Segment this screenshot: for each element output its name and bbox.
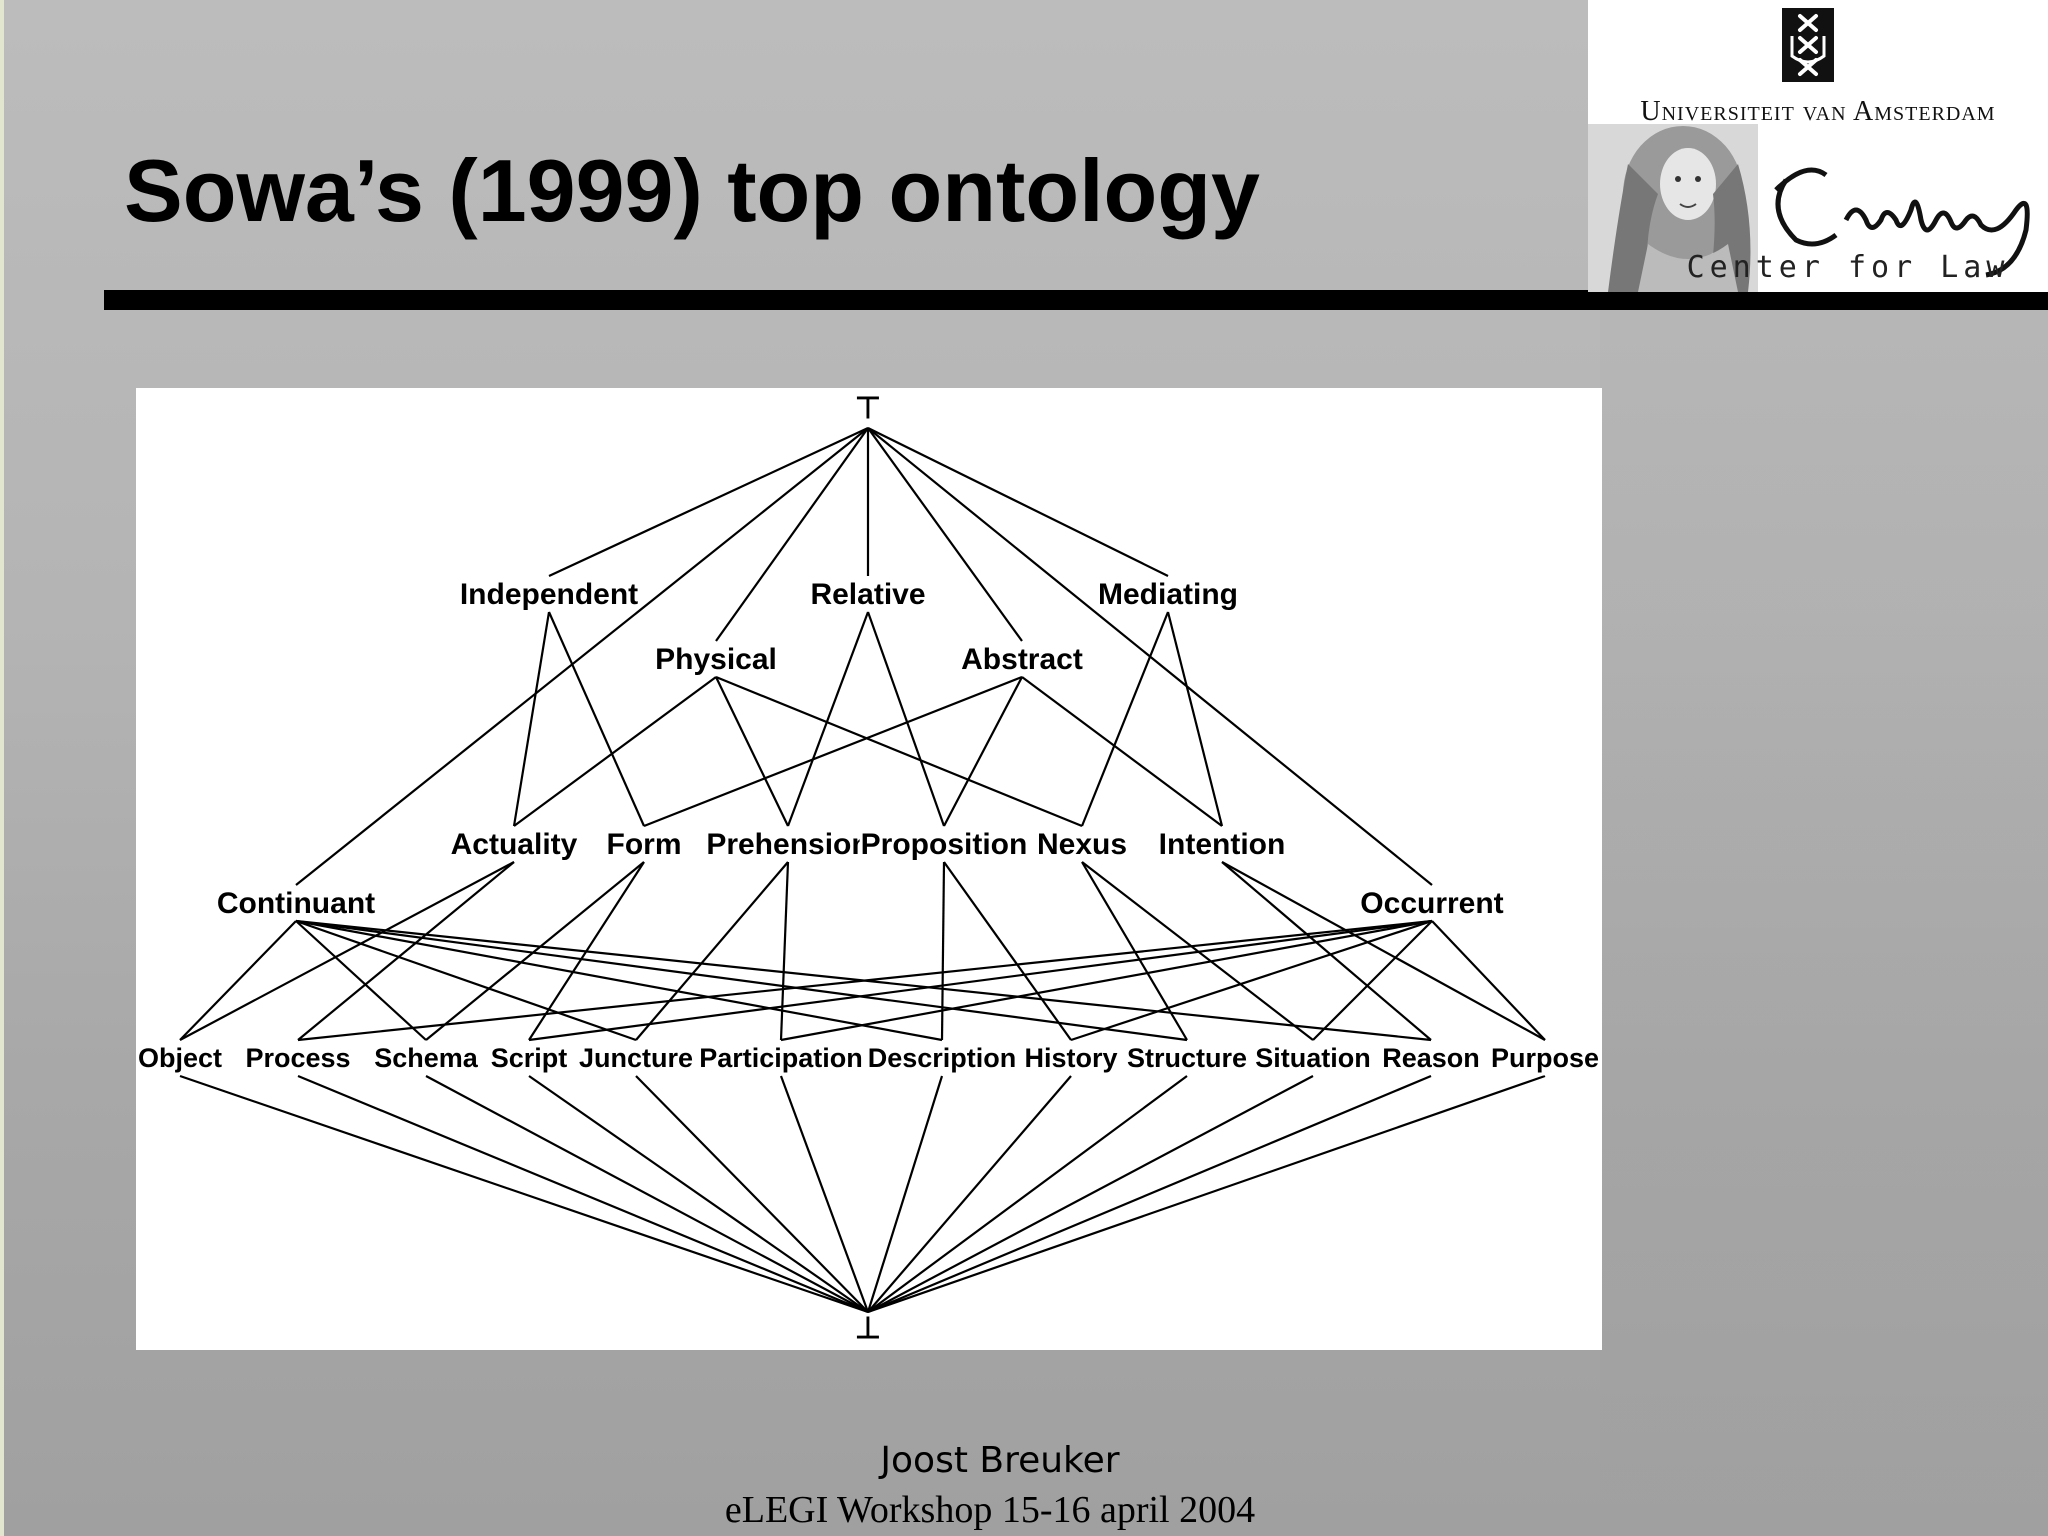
node-description: Description (868, 1043, 1017, 1073)
node-nexus: Nexus (1037, 828, 1127, 861)
edge-occurrent-to-purpose (1431, 920, 1546, 1041)
edge-schema-to-bottom (425, 1075, 869, 1313)
node-juncture: Juncture (579, 1043, 693, 1073)
edge-proposition-to-history (943, 861, 1072, 1041)
edge-object-to-bottom (179, 1074, 869, 1314)
node-proposition: Proposition (861, 828, 1028, 861)
node-prehension: Prehension (706, 828, 869, 861)
edge-physical-to-nexus (715, 675, 1083, 828)
edge-top-to-mediating (867, 427, 1169, 577)
edge-juncture-to-bottom (635, 1075, 869, 1313)
edge-description-to-bottom (866, 1075, 944, 1313)
edge-relative-to-prehension (786, 611, 870, 827)
node-purpose: Purpose (1491, 1043, 1599, 1073)
node-relative: Relative (810, 578, 925, 611)
edge-occurrent-to-script (528, 919, 1433, 1042)
edge-continuant-to-object (179, 920, 297, 1041)
edge-top-to-physical (715, 427, 869, 642)
edge-occurrent-to-situation (1312, 920, 1433, 1041)
edge-participation-to-bottom (779, 1075, 870, 1313)
node-continuant: Continuant (217, 887, 375, 920)
node-schema: Schema (374, 1043, 479, 1073)
edge-occurrent-to-process (297, 919, 1433, 1042)
edge-physical-to-prehension (715, 676, 789, 827)
leibniz-portrait-icon (1588, 124, 1758, 292)
node-reason: Reason (1382, 1043, 1480, 1073)
node-top-symbol: ⊤ (855, 392, 881, 425)
slide-title: Sowa’s (1999) top ontology (124, 141, 1260, 240)
edge-intention-to-reason (1221, 861, 1432, 1041)
footer-event: eLEGI Workshop 15-16 april 2004 (724, 1489, 1256, 1531)
institution-logo: Universiteit van Amsterdam Center for La… (1588, 0, 2048, 292)
edge-reason-to-bottom (867, 1074, 1432, 1314)
edge-prehension-to-juncture (635, 861, 789, 1041)
edge-occurrent-to-history (1070, 919, 1433, 1042)
edge-script-to-bottom (528, 1075, 869, 1313)
edge-situation-to-bottom (867, 1075, 1314, 1313)
edge-continuant-to-structure (295, 919, 1188, 1042)
edge-relative-to-proposition (866, 611, 946, 827)
edge-mediating-to-intention (1166, 611, 1224, 827)
uva-shield-icon (1782, 8, 1834, 82)
node-form: Form (607, 828, 682, 861)
node-situation: Situation (1255, 1043, 1371, 1073)
edge-top-to-continuant (295, 427, 869, 886)
node-participation: Participation (699, 1043, 863, 1073)
edge-history-to-bottom (867, 1075, 1072, 1313)
edge-top-to-abstract (867, 427, 1023, 642)
edge-purpose-to-bottom (867, 1074, 1546, 1314)
edge-independent-to-actuality (512, 611, 551, 827)
edge-abstract-to-proposition (943, 676, 1023, 827)
edge-actuality-to-process (297, 861, 515, 1041)
edge-nexus-to-structure (1081, 861, 1188, 1041)
edge-continuant-to-juncture (295, 919, 637, 1042)
edge-process-to-bottom (297, 1074, 869, 1314)
title-divider (104, 290, 2048, 310)
node-abstract: Abstract (961, 643, 1083, 676)
edge-proposition-to-description (940, 861, 946, 1041)
edge-abstract-to-intention (1021, 676, 1223, 827)
node-bottom-symbol: ⊥ (855, 1312, 881, 1345)
edge-actuality-to-object (179, 861, 515, 1041)
edge-occurrent-to-participation (780, 919, 1433, 1042)
edge-mediating-to-nexus (1080, 611, 1170, 827)
slide-left-edge (0, 0, 4, 1536)
university-name: Universiteit van Amsterdam (1640, 96, 1996, 127)
footer-presenter: Joost Breuker (880, 1440, 1120, 1481)
edge-physical-to-actuality (513, 676, 717, 827)
edge-continuant-to-schema (295, 920, 427, 1041)
edge-continuant-to-description (295, 919, 943, 1042)
node-mediating: Mediating (1098, 578, 1238, 611)
edge-form-to-schema (425, 861, 645, 1041)
node-physical: Physical (655, 643, 777, 676)
edge-independent-to-form (547, 611, 646, 827)
node-process: Process (245, 1043, 350, 1073)
center-name: Center for Law (1686, 250, 2010, 285)
leibniz-signature-icon (1774, 167, 2030, 278)
node-actuality: Actuality (451, 828, 578, 861)
node-intention: Intention (1159, 828, 1286, 861)
node-occurrent: Occurrent (1360, 887, 1503, 920)
edge-intention-to-purpose (1221, 861, 1546, 1041)
edge-prehension-to-participation (779, 861, 790, 1041)
node-history: History (1024, 1043, 1117, 1073)
edge-layer (179, 427, 1546, 1314)
edge-structure-to-bottom (867, 1075, 1188, 1313)
node-structure: Structure (1127, 1043, 1247, 1073)
node-script: Script (491, 1043, 568, 1073)
node-independent: Independent (460, 578, 638, 611)
node-object: Object (138, 1043, 222, 1073)
edge-abstract-to-form (643, 675, 1023, 828)
edge-top-to-independent (548, 427, 869, 577)
